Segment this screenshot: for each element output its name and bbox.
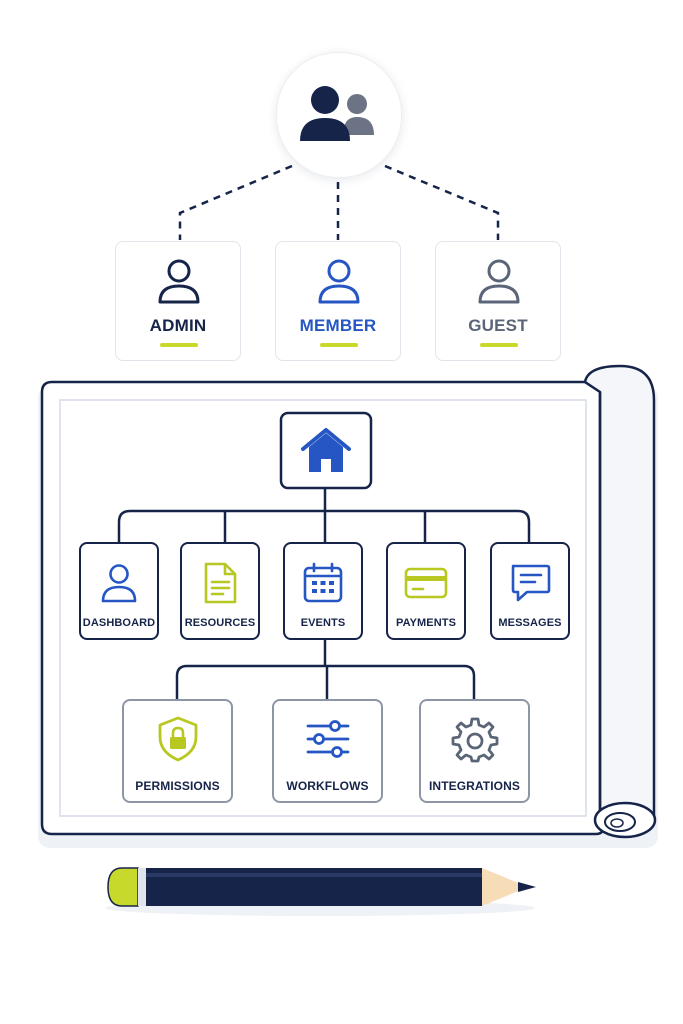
module-label-integrations: INTEGRATIONS [429,779,520,793]
module-events[interactable]: EVENTS [283,542,363,640]
user-group-node [276,52,402,178]
home-node [279,411,373,490]
role-card-member[interactable]: MEMBER [275,241,401,361]
module-label-dashboard: DASHBOARD [82,617,156,629]
module-label-permissions: PERMISSIONS [135,779,220,793]
document-icon [204,562,237,604]
user-group-icon [300,86,374,141]
module-label-payments: PAYMENTS [395,617,457,629]
module-dashboard[interactable]: DASHBOARD [79,542,159,640]
module-payments[interactable]: PAYMENTS [386,542,466,640]
tree-connectors [117,488,531,699]
module-label-resources: RESOURCES [184,617,256,629]
role-connectors [178,164,500,240]
user-icon [101,564,137,603]
scroll-roll [583,364,657,839]
role-label-admin: ADMIN [149,316,207,335]
module-workflows[interactable]: WORKFLOWS [272,699,383,803]
chat-icon [511,564,551,602]
role-label-member: MEMBER [299,316,377,335]
credit-card-icon [404,567,448,599]
member-user-icon [318,259,360,304]
gear-icon [451,717,498,763]
guest-user-icon [478,259,520,304]
module-messages[interactable]: MESSAGES [490,542,570,640]
admin-user-icon [158,259,200,304]
pencil-icon [105,867,536,916]
calendar-icon [303,562,343,603]
home-icon [301,428,351,472]
module-label-messages: MESSAGES [498,617,562,629]
role-card-admin[interactable]: ADMIN [115,241,241,361]
module-integrations[interactable]: INTEGRATIONS [419,699,530,803]
role-underline [160,343,198,347]
module-label-workflows: WORKFLOWS [286,779,369,793]
role-card-guest[interactable]: GUEST [435,241,561,361]
module-permissions[interactable]: PERMISSIONS [122,699,233,803]
sliders-icon [306,720,349,758]
shield-lock-icon [158,716,197,762]
role-underline [480,343,518,347]
role-underline [320,343,358,347]
module-resources[interactable]: RESOURCES [180,542,260,640]
role-label-guest: GUEST [468,316,528,335]
module-label-events: EVENTS [300,617,346,629]
